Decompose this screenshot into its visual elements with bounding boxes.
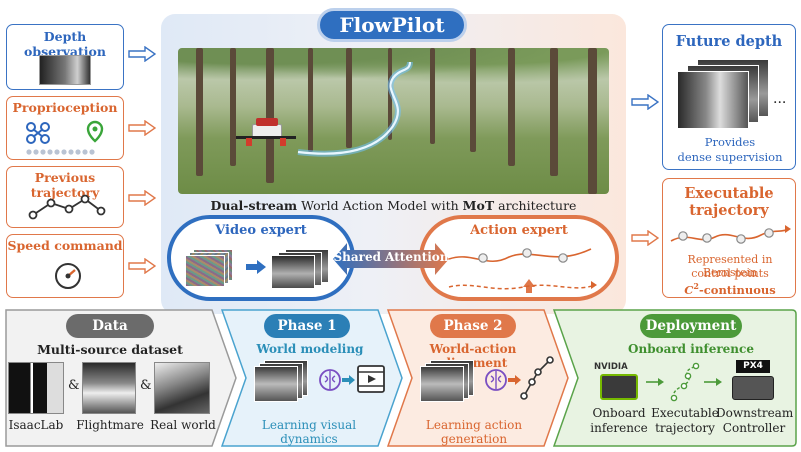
future-depth-box: Future depth ... Provides dense supervis…	[662, 24, 796, 170]
depth-image-icon	[39, 55, 91, 85]
shared-attention-label: Shared Attention	[333, 250, 449, 264]
deploy-caption-1b: inference	[590, 421, 648, 435]
executable-label-2: trajectory	[689, 202, 769, 219]
mot-architecture-caption: Dual-stream World Action Model with MoT …	[161, 198, 626, 213]
speedometer-icon	[55, 263, 81, 289]
action-expert-pill: Action expert	[419, 215, 619, 301]
amp-1: &	[68, 378, 80, 393]
flight-path-trail	[297, 61, 413, 157]
nvidia-logo-text: NVIDIA	[594, 362, 628, 372]
arrow-right-icon	[128, 120, 156, 136]
executable-trajectory-box: Executable trajectory Represented in Ber…	[662, 178, 796, 298]
deploy-caption-2a: Executable	[651, 406, 719, 420]
bernstein-line-2: control points	[691, 267, 769, 280]
video-expert-label: Video expert	[215, 223, 307, 238]
px4-board-icon: PX4	[728, 360, 778, 402]
previous-trajectory-box: Previous trajectory	[6, 166, 124, 228]
real-world-image	[154, 362, 210, 414]
brain-icon	[485, 369, 507, 391]
phase1-tag: Phase 1	[264, 314, 350, 338]
trajectory-nodes-icon	[520, 356, 554, 400]
action-expert-label: Action expert	[470, 223, 568, 238]
deploy-caption-3a: Downstream	[716, 406, 794, 420]
arrow-right-icon	[128, 46, 156, 62]
future-depth-frames	[669, 59, 769, 133]
provides-line-1: Provides	[704, 135, 756, 149]
brain-icon	[319, 369, 341, 391]
amp-2: &	[140, 378, 152, 393]
flowpilot-title: FlowPilot	[317, 8, 467, 42]
px4-logo-text: PX4	[736, 360, 770, 373]
nvidia-board-icon: NVIDIA	[594, 362, 644, 402]
real-world-label: Real world	[150, 418, 216, 432]
data-subtitle: Multi-source dataset	[37, 342, 183, 357]
noise-frames-icon	[185, 249, 233, 287]
c2-rest: -continuous	[699, 282, 776, 297]
phase2-tag: Phase 2	[430, 314, 516, 338]
arrow-right-icon	[631, 230, 659, 246]
video-play-icon	[357, 365, 385, 393]
arrow-right-icon	[128, 258, 156, 274]
isaaclab-label: IsaacLab	[8, 418, 64, 432]
speed-command-box: Speed command	[6, 234, 124, 298]
mot-bold-mot: MoT	[462, 198, 495, 213]
isaaclab-image	[8, 362, 64, 414]
mot-end-text: architecture	[494, 198, 577, 213]
flightmare-image	[82, 362, 136, 414]
mot-bold-dual-stream: Dual-stream	[210, 198, 298, 213]
data-tag: Data	[66, 314, 154, 338]
drone-icon	[236, 118, 296, 146]
proprioception-label: Proprioception	[12, 100, 118, 115]
provides-line-2: dense supervision	[677, 150, 783, 164]
bernstein-curve-icon	[670, 225, 791, 244]
deploy-caption-2b: trajectory	[655, 421, 715, 435]
future-depth-label: Future depth	[675, 33, 783, 50]
phase1-subtitle: World modeling	[256, 342, 364, 356]
c2-sup: 2	[693, 281, 699, 291]
arrow-right-icon	[342, 375, 355, 385]
deployment-subtitle: Onboard inference	[628, 342, 754, 356]
flightmare-label: Flightmare	[76, 418, 144, 432]
arrow-right-icon	[246, 260, 266, 274]
arrow-right-icon	[508, 375, 521, 385]
bernstein-line-1: Represented in Bernstein	[687, 253, 773, 279]
forest-drone-photo	[178, 48, 609, 194]
arrow-right-icon	[646, 378, 664, 386]
speed-command-label: Speed command	[7, 238, 123, 253]
shared-attention-arrow: Shared Attention	[333, 241, 449, 277]
trajectory-polyline-icon	[28, 194, 106, 220]
phase2-frames	[420, 360, 476, 404]
dual-expert-block: Video expert Action expert	[167, 213, 619, 303]
phase1-caption: Learning visual dynamics	[261, 418, 357, 446]
phase2-caption: Learning action generation	[425, 418, 523, 446]
c2-c: C	[684, 282, 694, 297]
deploy-caption-1a: Onboard	[592, 406, 646, 420]
arrow-right-icon	[631, 94, 659, 110]
phase1-frames	[254, 360, 310, 404]
proprioception-box: Proprioception	[6, 96, 124, 160]
video-expert-pill: Video expert	[167, 215, 355, 301]
mot-mid-text: World Action Model with	[297, 198, 463, 213]
deploy-caption-3b: Controller	[722, 421, 786, 435]
deployment-tag: Deployment	[640, 314, 742, 338]
executable-trajectory-icon	[670, 362, 700, 402]
c2-continuous-label: C2-continuous	[663, 281, 797, 297]
arrow-right-icon	[128, 190, 156, 206]
drone-location-icon	[26, 120, 104, 155]
arrow-right-icon	[704, 378, 722, 386]
predicted-frames-icon	[271, 249, 331, 289]
depth-observation-box: Depth observation	[6, 24, 124, 90]
future-depth-dots: ...	[773, 91, 787, 107]
executable-label-1: Executable	[684, 185, 774, 202]
action-trajectory-icon	[448, 248, 597, 293]
